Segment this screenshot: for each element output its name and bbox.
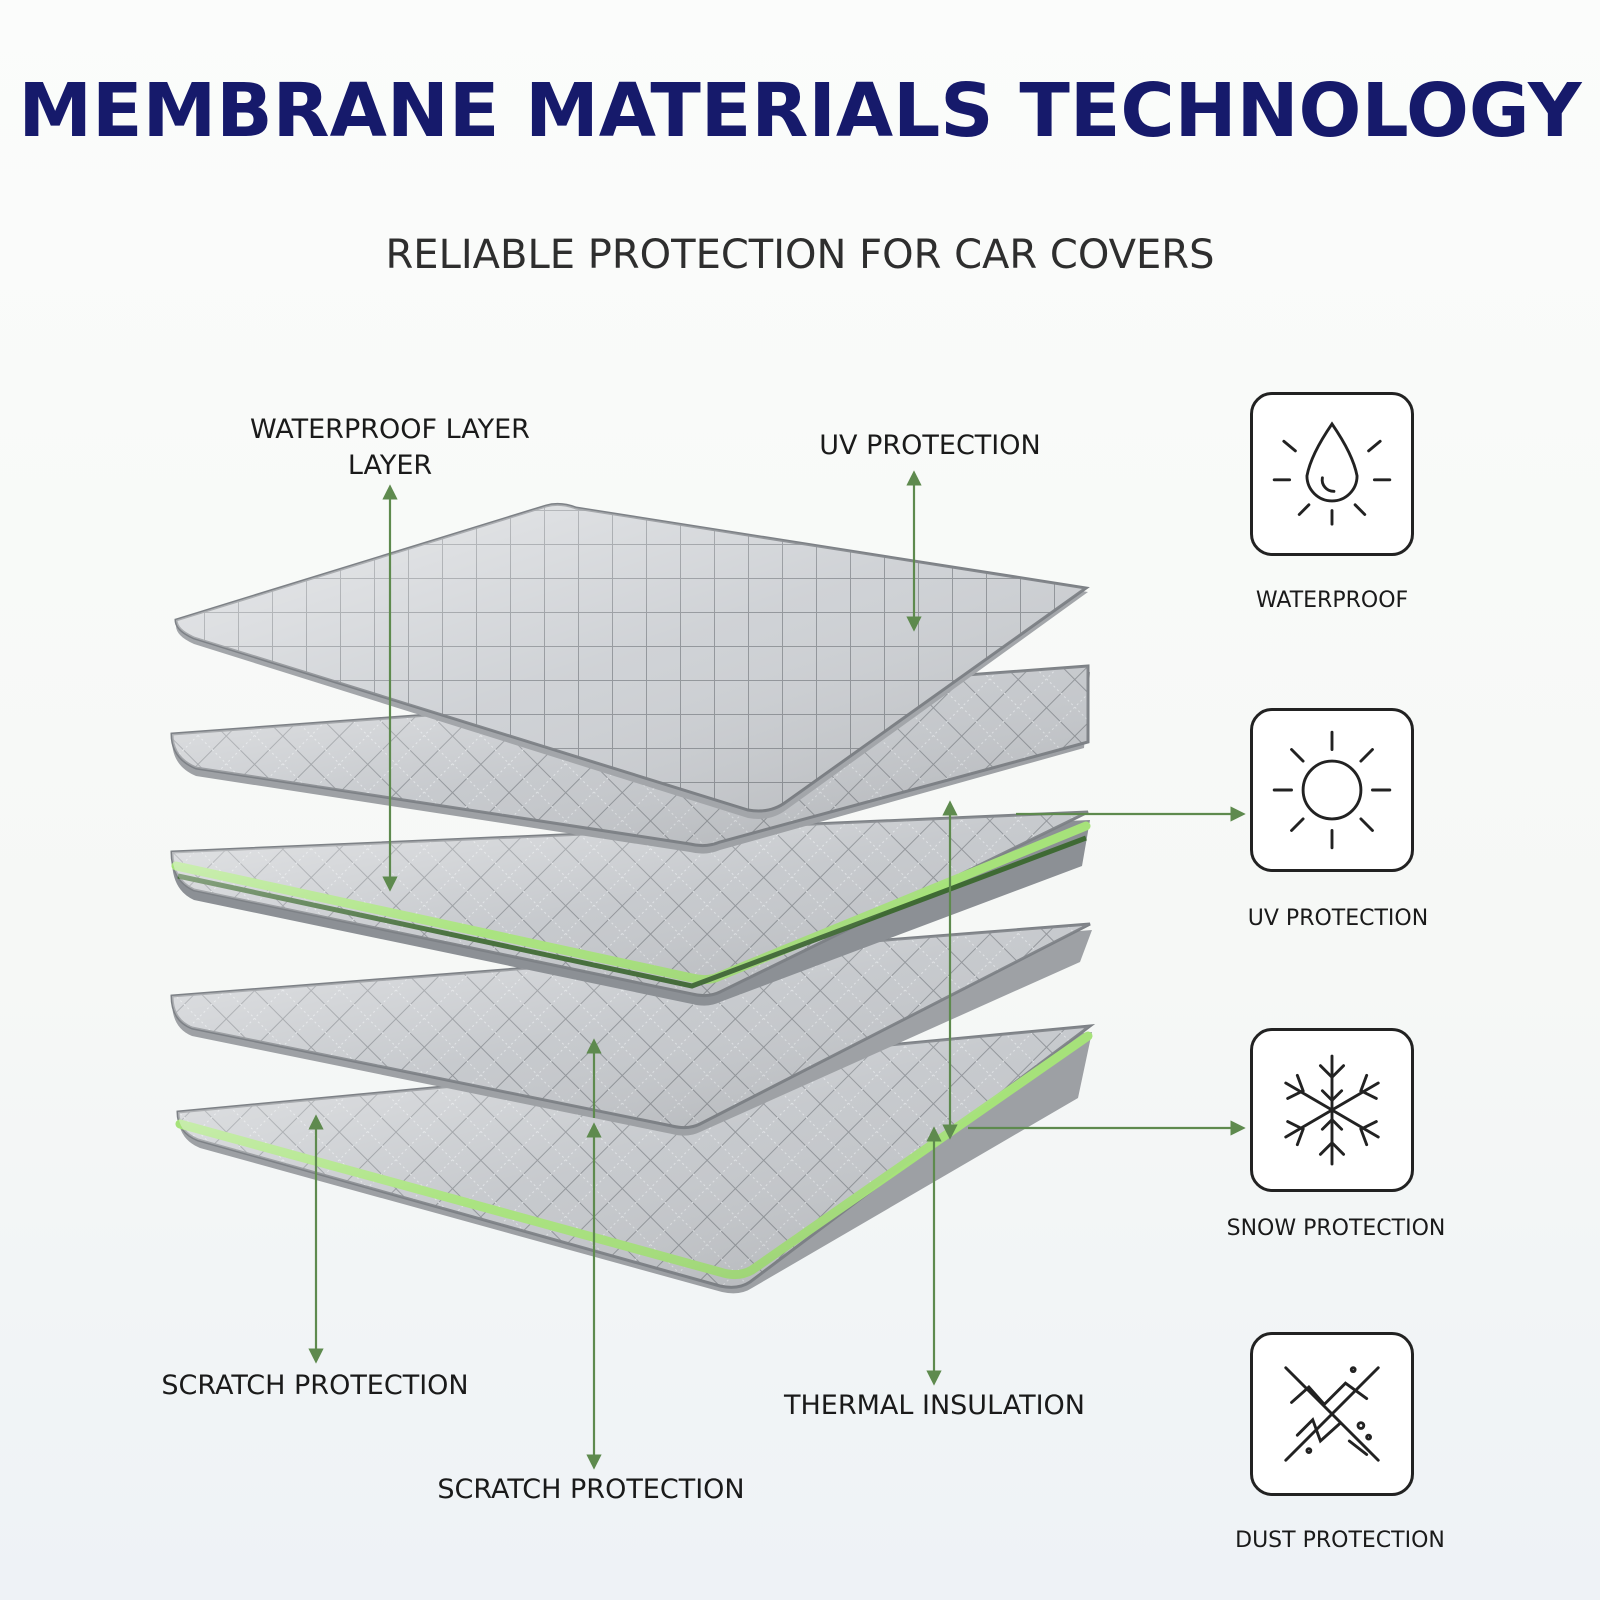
uv-protection-feature-label: UV PROTECTION (1247, 906, 1429, 931)
waterproof-feature-label: WATERPROOF (1255, 588, 1409, 613)
membrane-layer-5 (175, 1024, 1096, 1294)
callout-waterproof-layer-line2: LAYER (347, 450, 433, 481)
callout-arrows (308, 470, 1246, 1470)
dust-protection-feature-box (1250, 1332, 1414, 1496)
waterproof-feature-box (1250, 392, 1414, 556)
membrane-layer-3 (170, 810, 1091, 1006)
callout-thermal-insulation: THERMAL INSULATION (784, 1390, 1086, 1421)
snow-protection-feature-label: SNOW PROTECTION (1226, 1216, 1446, 1241)
sun-icon (1272, 730, 1392, 850)
membrane-layer-4 (170, 922, 1092, 1136)
callout-waterproof-layer: WATERPROOF LAYER LAYER (230, 412, 550, 484)
dust-protection-feature-label: DUST PROTECTION (1235, 1528, 1445, 1553)
callout-scratch-protection-left: SCRATCH PROTECTION (161, 1370, 469, 1401)
callout-uv-protection: UV PROTECTION (819, 430, 1041, 461)
callout-scratch-protection-center: SCRATCH PROTECTION (437, 1474, 745, 1505)
dust-icon (1284, 1366, 1380, 1462)
uv-protection-feature-box (1250, 708, 1414, 872)
page-subtitle: RELIABLE PROTECTION FOR CAR COVERS (385, 232, 1215, 278)
page-title: MEMBRANE MATERIALS TECHNOLOGY (18, 68, 1582, 154)
membrane-layer-1 (174, 502, 1090, 819)
callout-waterproof-layer-line1: WATERPROOF LAYER (250, 414, 530, 445)
water-drop-icon (1272, 421, 1392, 526)
snowflake-icon (1284, 1054, 1380, 1166)
snow-protection-feature-box (1250, 1028, 1414, 1192)
